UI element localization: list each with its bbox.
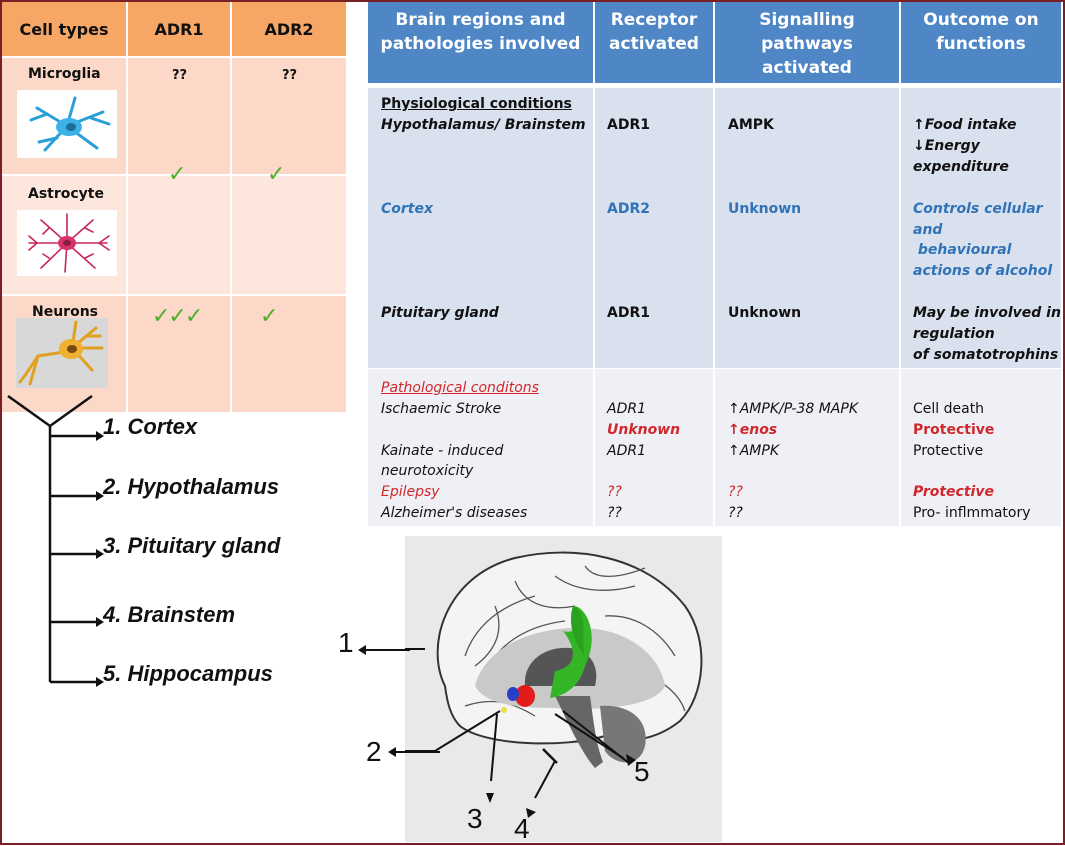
header-adr2: ADR2 <box>232 2 346 56</box>
col-divider <box>593 83 595 526</box>
pathology-region: neurotoxicity <box>381 463 474 479</box>
pathology-outcome: Protective <box>913 484 994 500</box>
cell-name-microglia: Microglia <box>28 66 101 82</box>
pathology-pathway: ?? <box>728 505 743 521</box>
region-label-pituitary: 3. Pituitary gland <box>103 533 281 558</box>
neurons-adr2-check: ✓ <box>260 304 278 329</box>
microglia-cell-icon <box>29 96 111 152</box>
region-cortex: Cortex <box>381 201 434 217</box>
cell-name-astrocyte: Astrocyte <box>28 186 104 202</box>
header-adr1: ADR1 <box>128 2 230 56</box>
pathology-pathway: ↑AMPK/P-38 MAPK <box>728 401 858 417</box>
outcome-value: actions of alcohol <box>913 263 1053 279</box>
pathology-region: Ischaemic Stroke <box>381 401 502 417</box>
region-label-hippocampus: 5. Hippocampus <box>103 661 273 686</box>
pathology-pathway: ↑enos <box>728 422 778 438</box>
col-divider <box>899 83 901 526</box>
pathology-pathway: ?? <box>728 484 743 500</box>
microglia-adr1-value: ?? <box>172 68 188 83</box>
arrow-1 <box>358 645 410 655</box>
brain-label-1: 1 <box>338 627 354 658</box>
col-divider <box>713 83 715 526</box>
pathology-receptor: Unknown <box>607 422 681 438</box>
neuron-cell-icon <box>18 320 104 386</box>
outcome-value: May be involved in <box>913 305 1061 321</box>
receptor-value: ADR1 <box>607 117 650 133</box>
brain-sagittal-image <box>375 551 703 799</box>
pathway-value: AMPK <box>728 117 774 133</box>
outcome-value: and <box>913 222 943 238</box>
arrow-3 <box>486 793 494 803</box>
pathology-receptor: ?? <box>607 484 622 500</box>
brain-label-2: 2 <box>366 736 382 767</box>
outcome-value: expenditure <box>913 159 1009 175</box>
pathology-outcome: Protective <box>913 443 984 459</box>
brain-illustration <box>375 536 722 842</box>
pathway-value: Unknown <box>728 201 802 217</box>
pathology-pathway: ↑AMPK <box>728 443 780 459</box>
astrocyte-adr2-check: ✓ <box>267 162 285 187</box>
outcome-value: Controls cellular <box>913 201 1043 217</box>
pathology-region: Epilepsy <box>381 484 440 500</box>
receptor-value: ADR2 <box>607 201 650 217</box>
astrocyte-adr1-check: ✓ <box>168 162 186 187</box>
neurons-adr1-check: ✓✓✓ <box>152 304 203 329</box>
arrow-2 <box>388 747 440 757</box>
pathology-region: Kainate - induced <box>381 443 504 459</box>
astrocyte-image <box>17 210 117 276</box>
brain-label-4: 4 <box>514 813 530 844</box>
cell-name-neurons: Neurons <box>32 304 99 320</box>
outcome-value: behavioural <box>913 242 1012 258</box>
region-tree-connector <box>7 394 104 687</box>
outcome-value: ↓Energy <box>913 138 980 154</box>
brain-label-5: 5 <box>634 756 650 787</box>
region-hypothalamus-brainstem: Hypothalamus/ Brainstem <box>381 117 586 133</box>
region-pituitary: Pituitary gland <box>381 305 499 321</box>
brain-label-3: 3 <box>467 803 483 834</box>
pathology-receptor: ADR1 <box>607 443 646 459</box>
pathology-outcome: Pro- inflmmatory <box>913 505 1031 521</box>
pathological-title: Pathological conditons <box>381 380 539 396</box>
pathway-value: Unknown <box>728 305 802 321</box>
neuron-image <box>16 318 108 388</box>
outcome-value: ↑Food intake <box>913 117 1017 133</box>
pathology-receptor: ?? <box>607 505 622 521</box>
astrocyte-cell-icon <box>28 213 110 273</box>
region-label-hypothalamus: 2. Hypothalamus <box>103 474 280 499</box>
col-divider <box>230 2 232 412</box>
outcome-value: regulation <box>913 326 995 342</box>
microglia-image <box>17 90 117 158</box>
receptor-value: ADR1 <box>607 305 650 321</box>
outcome-value: of somatotrophins <box>913 347 1059 363</box>
header-cell-types: Cell types <box>2 2 126 56</box>
region-label-brainstem: 4. Brainstem <box>103 602 236 627</box>
pathology-receptor: ADR1 <box>607 401 646 417</box>
microglia-adr2-value: ?? <box>282 68 298 83</box>
col-divider <box>126 2 128 412</box>
region-label-cortex: 1. Cortex <box>103 414 198 439</box>
arrow-4 <box>526 808 536 818</box>
pathology-outcome: Protective <box>913 422 995 438</box>
physiological-title: Physiological conditions <box>381 96 572 112</box>
arrow-5 <box>626 754 636 766</box>
pathology-outcome: Cell death <box>913 401 985 417</box>
pathology-region: Alzheimer's diseases <box>381 505 528 521</box>
